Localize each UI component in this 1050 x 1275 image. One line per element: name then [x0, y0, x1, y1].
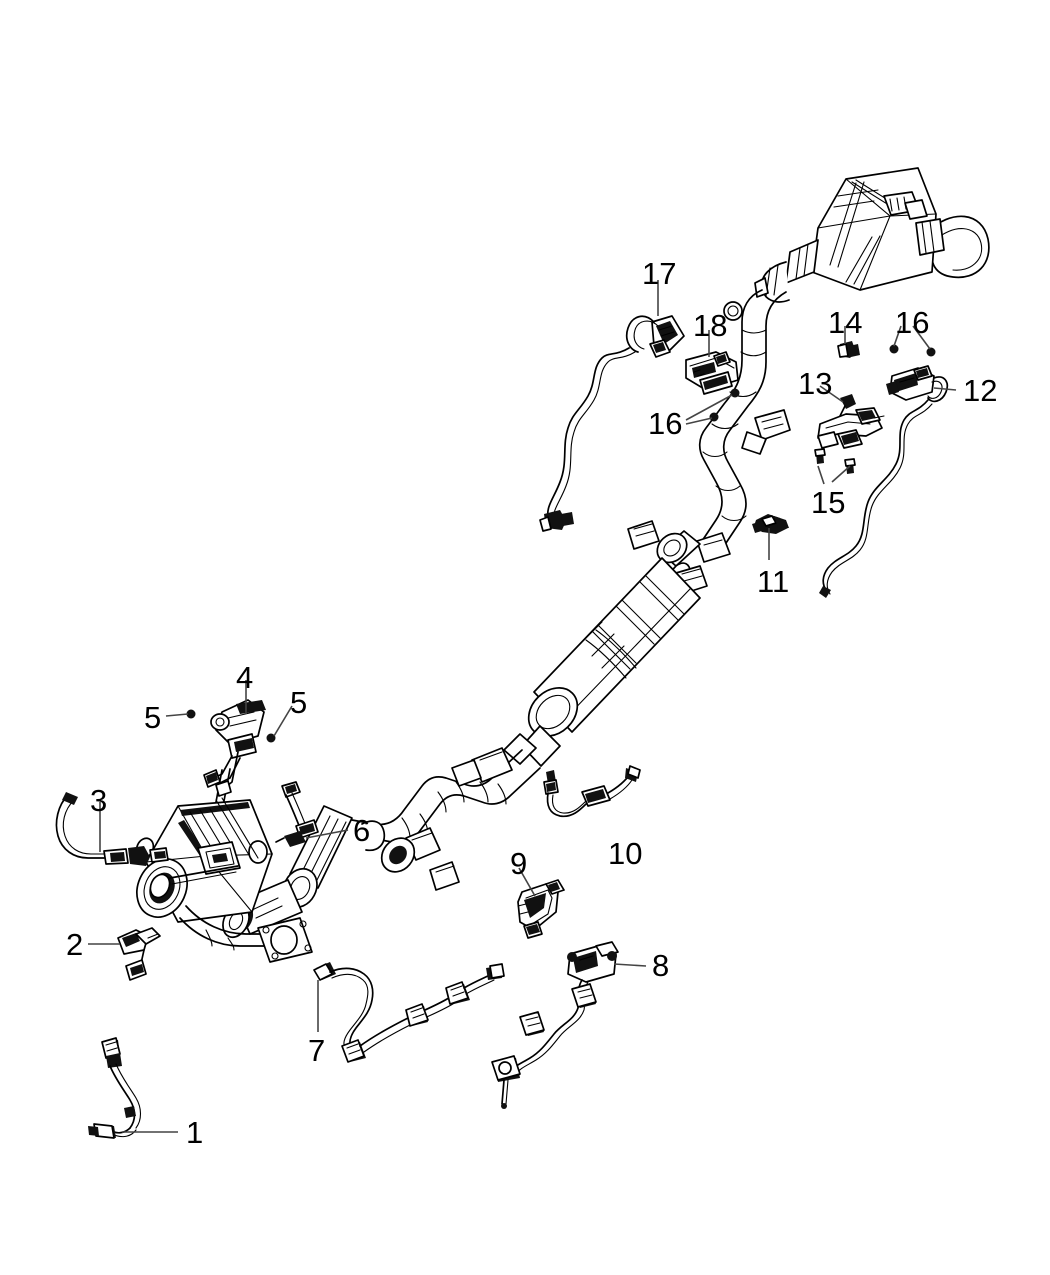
callout-7[interactable]: 7: [308, 1033, 326, 1068]
leader-5b: [273, 705, 293, 737]
leader-6: [305, 829, 349, 839]
diesel-particulate-filter: [503, 520, 708, 767]
callout-15[interactable]: 15: [811, 485, 846, 520]
exhaust-pipe-rear: [696, 289, 791, 563]
part-1-downstream-oxygen-sensor: [88, 1037, 142, 1139]
part-10-differential-pressure-hose: [543, 765, 641, 818]
callout-13[interactable]: 13: [798, 366, 833, 401]
part-11-exhaust-hanger-isolator: [752, 514, 789, 534]
leader-16c: [685, 394, 733, 421]
callout-10[interactable]: 10: [608, 836, 643, 871]
part-13-rear-sensor-bracket: [817, 394, 885, 449]
leader-5a: [165, 713, 189, 717]
callout-5-right[interactable]: 5: [290, 685, 308, 720]
part-4-turbocharger-actuator: [203, 699, 266, 797]
part-12-rear-nox-sensor: [819, 365, 949, 598]
leader-13: [819, 385, 844, 403]
leader-9: [518, 867, 536, 897]
part-6-egt-sensor-upper: [275, 781, 319, 847]
part-14-exhaust-clamp: [837, 341, 860, 358]
bolt-dots-group: [186, 344, 936, 743]
callout-14[interactable]: 14: [828, 305, 863, 340]
bolt-dot-16b: [926, 347, 936, 357]
part-18-sensor-module-bracket: [685, 351, 739, 395]
part-2-sensor-bracket: [117, 927, 161, 981]
callout-11[interactable]: 11: [757, 564, 790, 599]
callout-8[interactable]: 8: [652, 948, 670, 983]
callout-4[interactable]: 4: [236, 660, 254, 695]
bolt-dot-16c: [730, 388, 740, 398]
callout-12[interactable]: 12: [963, 373, 998, 408]
callout-6[interactable]: 6: [353, 813, 371, 848]
callout-2[interactable]: 2: [66, 927, 84, 962]
leader-15b: [831, 465, 851, 483]
bolt-dot-5a: [186, 709, 196, 719]
callout-5-left[interactable]: 5: [144, 700, 162, 735]
part-7-exhaust-sensor-wiring-harness: [313, 962, 505, 1063]
part-15-retaining-screws: [814, 448, 856, 474]
part-9-nox-sensor-bracket: [517, 879, 565, 939]
callout-18[interactable]: 18: [693, 308, 728, 343]
leader-8: [613, 963, 647, 967]
callout-16-upper-right[interactable]: 16: [895, 305, 930, 340]
front-exhaust-pipe: [222, 747, 541, 939]
leader-16a: [893, 325, 902, 347]
part-3-egt-sensor: [55, 792, 169, 866]
leader-12: [933, 387, 957, 391]
rear-muffler: [754, 167, 990, 303]
callout-16-left[interactable]: 16: [648, 406, 683, 441]
leader-15a: [817, 465, 825, 485]
callout-17[interactable]: 17: [642, 256, 677, 291]
bolt-dot-16d: [709, 412, 719, 422]
leader-lines-group: [88, 280, 957, 1133]
bolt-dot-16a: [889, 344, 899, 354]
bolt-dot-5b: [266, 733, 276, 743]
callout-3[interactable]: 3: [90, 783, 108, 818]
turbocharger-manifold-assembly: [135, 768, 313, 963]
part-17-upstream-oxygen-sensor: [539, 315, 685, 532]
part-8-nox-sensor-module: [491, 941, 619, 1109]
callout-1[interactable]: 1: [186, 1115, 204, 1150]
leader-16d: [685, 417, 713, 425]
leader-16b: [912, 325, 931, 350]
callout-9[interactable]: 9: [510, 846, 528, 881]
